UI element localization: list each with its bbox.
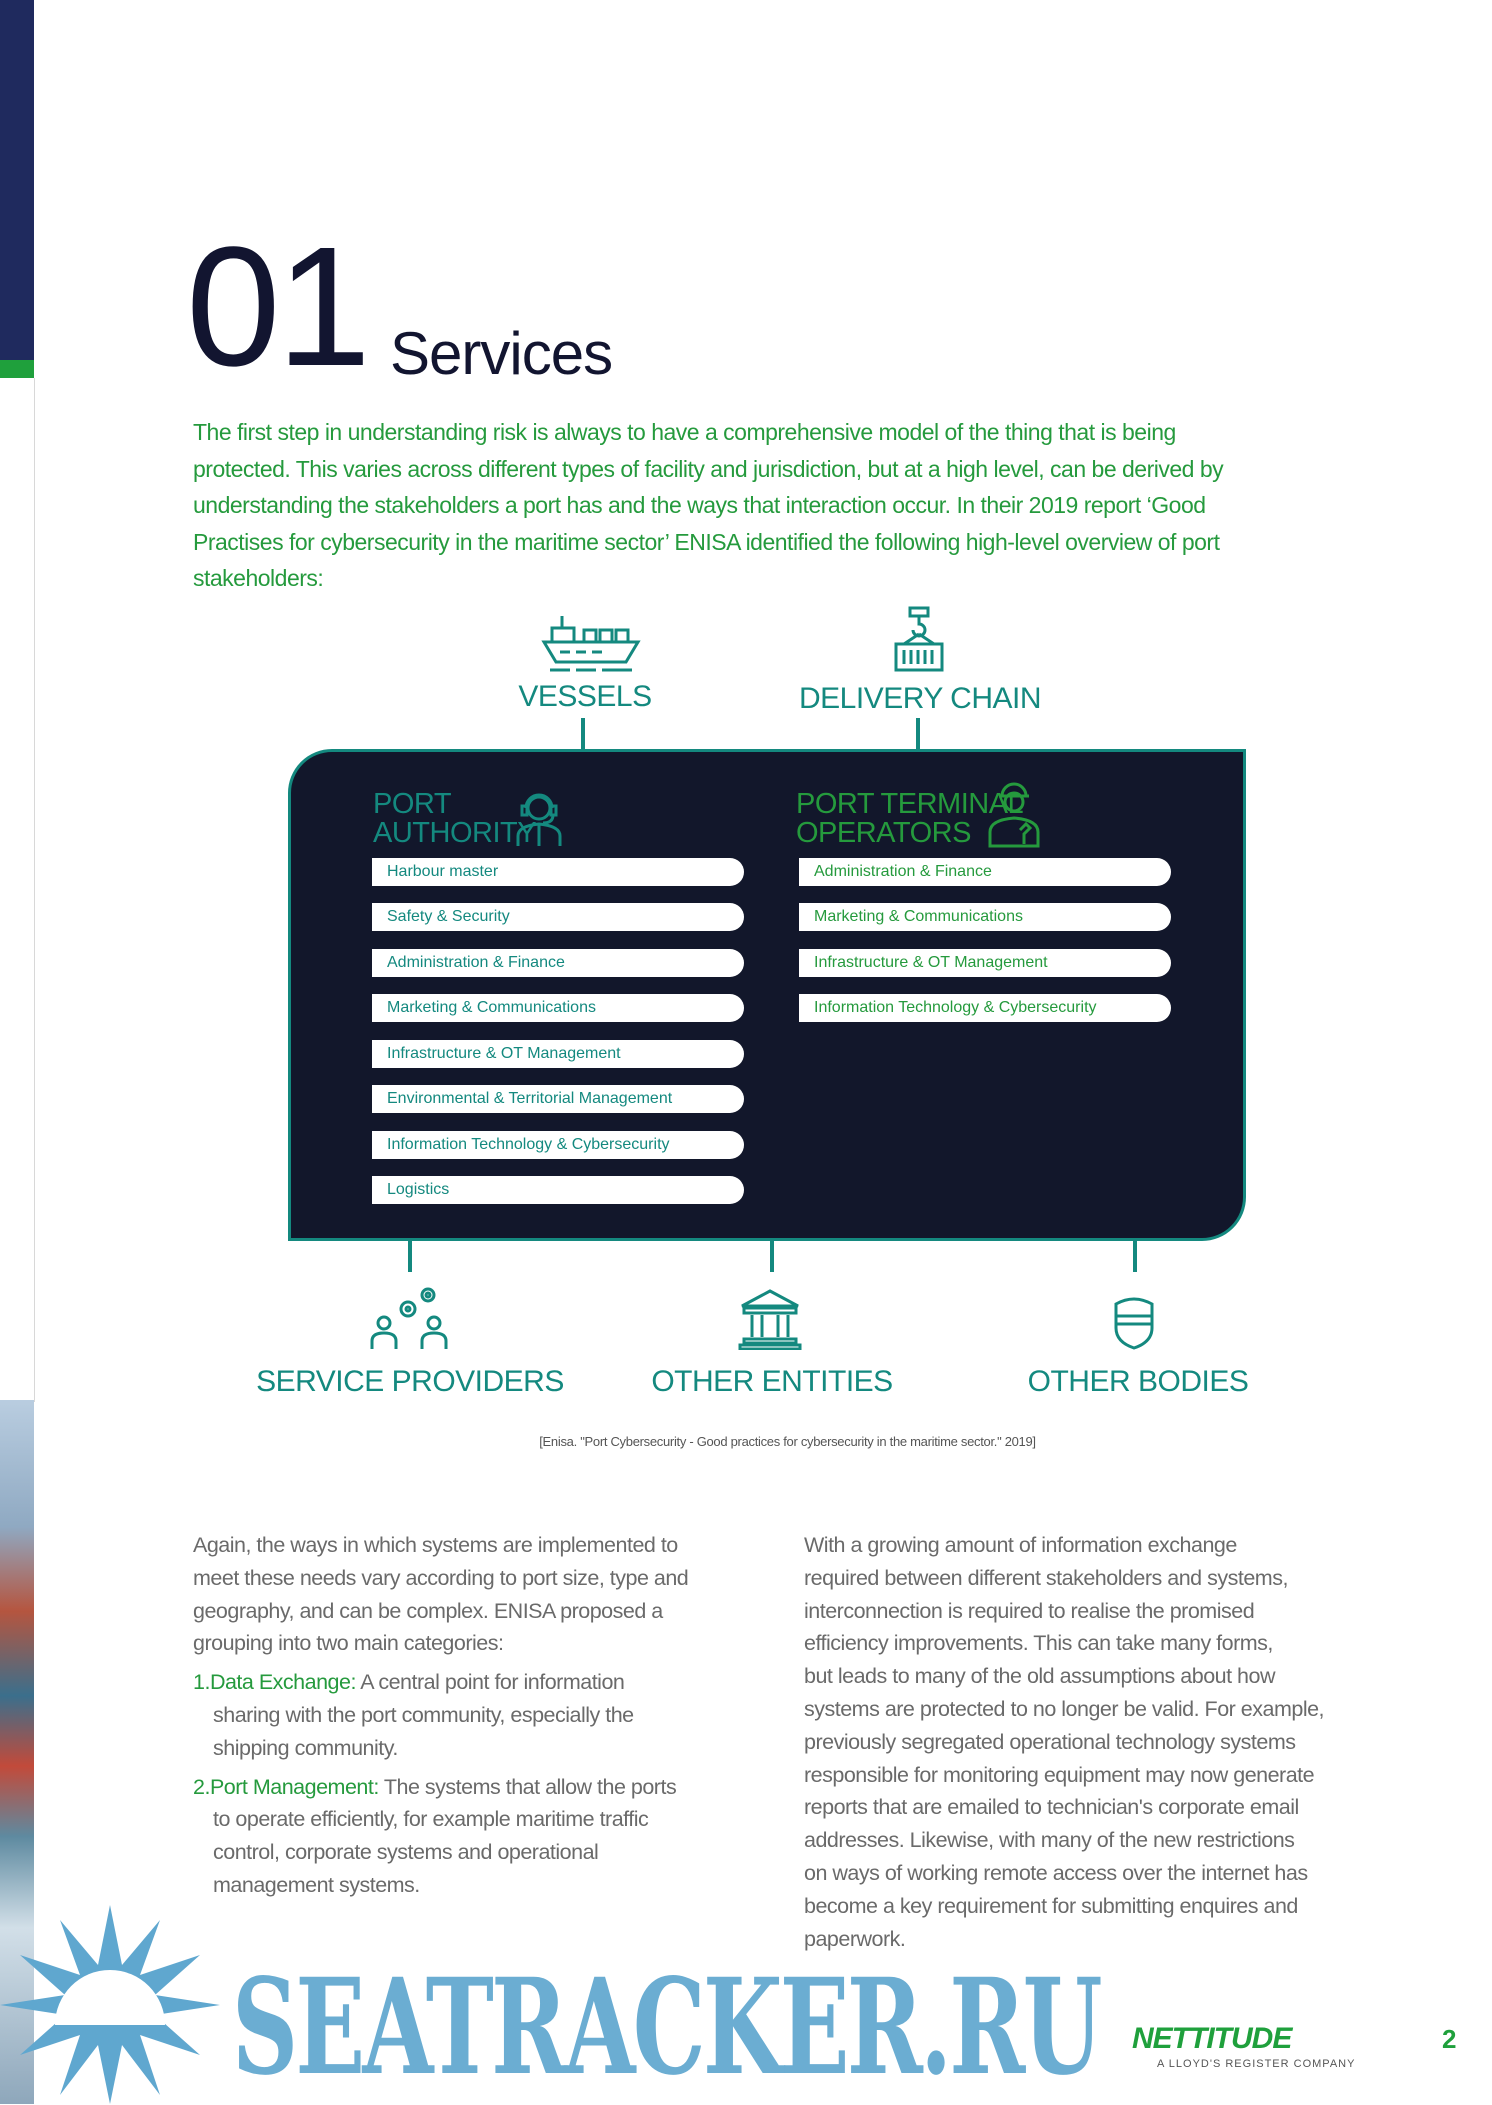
text-line: interconnection is required to realise t… xyxy=(804,1598,1255,1623)
page-edge-line xyxy=(34,378,35,1402)
text-line: responsible for monitoring equipment may… xyxy=(804,1762,1315,1787)
vessels-label: VESSELS xyxy=(518,680,652,713)
list-item: Logistics xyxy=(372,1176,744,1204)
text-line: reports that are emailed to technician's… xyxy=(804,1795,1299,1820)
intro-line: stakeholders: xyxy=(193,565,324,592)
port-photo-strip xyxy=(0,1400,34,2104)
badge-shield-icon xyxy=(1114,1297,1154,1350)
text-line: systems are protected to no longer be va… xyxy=(804,1696,1325,1721)
delivery-chain-label: DELIVERY CHAIN xyxy=(799,682,1041,715)
text-line: sharing with the port community, especia… xyxy=(213,1702,634,1727)
title-line: PORT TERMINAL xyxy=(796,788,1024,820)
side-stripe-navy xyxy=(0,0,34,360)
left-column: Again, the ways in which systems are imp… xyxy=(193,1529,689,1902)
text-line: previously segregated operational techno… xyxy=(804,1729,1296,1754)
text-line: grouping into two main categories: xyxy=(193,1631,504,1656)
text-line: shipping community. xyxy=(213,1735,398,1760)
title-line: PORT xyxy=(373,788,452,820)
text-line: The systems that allow the ports xyxy=(378,1774,677,1799)
text-line: efficiency improvements. This can take m… xyxy=(804,1631,1273,1656)
intro-line: Practises for cybersecurity in the marit… xyxy=(193,528,1220,555)
title-line: AUTHORITY xyxy=(373,817,537,849)
list-item: Information Technology & Cybersecurity xyxy=(372,1131,744,1159)
list-item: Marketing & Communications xyxy=(372,994,744,1022)
list-item: Safety & Security xyxy=(372,903,744,931)
other-bodies-label: OTHER BODIES xyxy=(1027,1365,1249,1398)
text-line: but leads to many of the old assumptions… xyxy=(804,1664,1276,1689)
connector-line xyxy=(408,1238,412,1272)
list-item: Information Technology & Cybersecurity xyxy=(799,994,1171,1022)
other-entities-label: OTHER ENTITIES xyxy=(651,1365,893,1398)
list-item-port-management: 2.Port Management: The systems that allo… xyxy=(193,1771,688,1902)
connector-line xyxy=(916,718,920,751)
headset-operator-icon xyxy=(516,793,562,846)
port-authority-title: PORT AUTHORITY xyxy=(373,788,537,849)
title-line: OPERATORS xyxy=(796,817,971,849)
list-number: 2. xyxy=(193,1774,210,1799)
connector-line xyxy=(1133,1238,1137,1272)
page-number: 2 xyxy=(1442,2024,1457,2054)
intro-paragraph: The first step in understanding risk is … xyxy=(193,414,1224,597)
intro-line: understanding the stakeholders a port ha… xyxy=(193,492,1206,519)
list-term: Data Exchange: xyxy=(209,1670,357,1695)
text-line: geography, and can be complex. ENISA pro… xyxy=(193,1598,663,1623)
citation: [Enisa. "Port Cybersecurity - Good pract… xyxy=(539,1434,1036,1449)
text-line: control, corporate systems and operation… xyxy=(213,1840,599,1865)
section-title: Services xyxy=(390,320,613,387)
service-providers-label: SERVICE PROVIDERS xyxy=(256,1365,564,1398)
list-item: Environmental & Territorial Management xyxy=(372,1085,744,1113)
intro-line: The first step in understanding risk is … xyxy=(193,419,1176,445)
ship-icon xyxy=(541,616,641,672)
list-term: Port Management: xyxy=(209,1774,379,1799)
nettitude-logo: NETTITUDE xyxy=(1132,2022,1292,2055)
text-line: become a key requirement for submitting … xyxy=(804,1893,1298,1918)
connector-line xyxy=(770,1238,774,1272)
logo-subtitle: A LLOYD'S REGISTER COMPANY xyxy=(1157,2058,1356,2070)
text-line: Again, the ways in which systems are imp… xyxy=(193,1533,678,1557)
list-item: Marketing & Communications xyxy=(799,903,1171,931)
institution-building-icon xyxy=(738,1289,802,1350)
watermark-text: SEATRACKER.RU xyxy=(232,1950,1103,2105)
text-line: to operate efficiently, for example mari… xyxy=(213,1807,649,1832)
connector-line xyxy=(581,718,585,751)
port-terminal-operators-title: PORT TERMINAL OPERATORS xyxy=(796,788,1024,849)
list-item: Infrastructure & OT Management xyxy=(799,949,1171,977)
list-item: Harbour master xyxy=(372,858,744,886)
list-item: Administration & Finance xyxy=(372,949,744,977)
right-column: With a growing amount of information exc… xyxy=(804,1529,1325,1955)
list-number: 1. xyxy=(193,1670,210,1695)
text-line: With a growing amount of information exc… xyxy=(804,1533,1237,1557)
section-number: 01 xyxy=(186,212,371,402)
worker-helmet-icon xyxy=(988,782,1040,848)
text-line: on ways of working remote access over th… xyxy=(804,1860,1308,1885)
text-line: paperwork. xyxy=(804,1926,906,1951)
text-line: management systems. xyxy=(213,1872,420,1897)
text-line: meet these needs vary according to port … xyxy=(193,1565,689,1590)
list-item-data-exchange: 1.Data Exchange: A central point for inf… xyxy=(193,1666,688,1764)
side-stripe-green xyxy=(0,360,34,378)
intro-line: protected. This varies across different … xyxy=(193,455,1224,482)
text-line: addresses. Likewise, with many of the ne… xyxy=(804,1828,1295,1853)
sun-watermark-icon xyxy=(0,1905,220,2104)
list-item: Administration & Finance xyxy=(799,858,1171,886)
list-item: Infrastructure & OT Management xyxy=(372,1040,744,1068)
crane-hook-container-icon xyxy=(894,606,944,672)
text-line: required between different stakeholders … xyxy=(804,1565,1288,1590)
people-gears-icon xyxy=(370,1287,448,1349)
text-line: A central point for information xyxy=(355,1670,625,1695)
